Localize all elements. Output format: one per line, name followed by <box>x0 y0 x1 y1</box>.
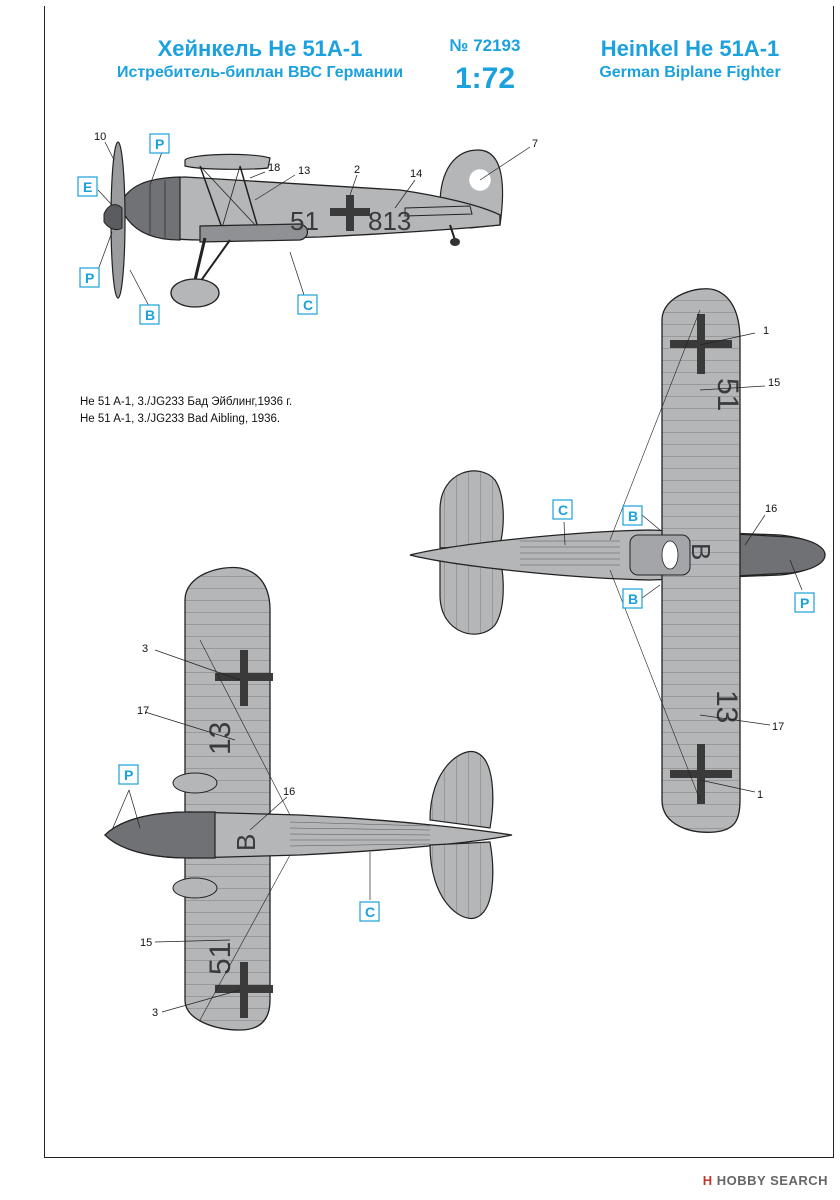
callout-17-left: 17 <box>137 705 149 717</box>
callout-1-lower: 1 <box>757 789 763 801</box>
code-box-b-top-lower: B <box>622 588 643 609</box>
callout-14: 14 <box>410 168 422 180</box>
top-code-a: 51 <box>711 378 744 411</box>
callout-3-upper: 3 <box>142 643 148 655</box>
subtitle-ru: Истребитель-биплан ВВС Германии <box>116 64 404 81</box>
number-callouts: 10 13 18 2 14 7 1 15 16 17 1 3 17 16 15 … <box>94 131 784 1019</box>
bottom-code-a: 51 <box>204 942 237 975</box>
leader-lines <box>97 141 803 1013</box>
bottom-fuselage-letter: B <box>231 834 261 851</box>
bottom-code-b: 13 <box>204 722 237 755</box>
top-tailplane-lower <box>439 557 504 635</box>
watermark-logo: H <box>702 1173 713 1188</box>
bottom-tailplane-lower <box>429 841 494 920</box>
svg-text:C: C <box>558 502 568 518</box>
callout-15-left: 15 <box>140 937 152 949</box>
bottom-balkenkreuz-upper <box>215 650 273 706</box>
code-box-c-top: C <box>552 499 573 520</box>
code-box-p-side-top: P <box>149 133 170 154</box>
code-box-p-side-bottom: P <box>79 267 100 288</box>
bottom-view: 13 51 B <box>104 566 513 1031</box>
kit-number: № 72193 <box>449 36 521 55</box>
top-fuselage-letter: B <box>686 543 716 560</box>
svg-text:C: C <box>365 904 375 920</box>
code-box-b-side: B <box>139 304 160 325</box>
callout-17-right: 17 <box>772 721 784 733</box>
title-ru: Хейнкель Не 51А-1 <box>157 36 363 61</box>
top-balkenkreuz-upper <box>670 314 732 374</box>
code-box-e-side: E <box>77 176 98 197</box>
code-box-p-bottom: P <box>118 764 139 785</box>
subtitle-en: German Biplane Fighter <box>599 64 781 81</box>
callout-15-right: 15 <box>768 377 780 389</box>
side-lower-wing <box>199 223 309 243</box>
callout-10: 10 <box>94 131 106 143</box>
caption-ru: He 51 A-1, 3./JG233 Бад Эйблинг,1936 г. <box>80 396 293 408</box>
top-cowling <box>734 533 826 577</box>
caption-en: He 51 A-1, 3./JG233 Bad Aibling, 1936. <box>80 413 281 425</box>
callout-1-upper: 1 <box>763 325 769 337</box>
svg-text:B: B <box>628 591 638 607</box>
svg-text:C: C <box>303 297 313 313</box>
callout-3-lower: 3 <box>152 1007 158 1019</box>
watermark: H HOBBY SEARCH <box>703 1173 828 1188</box>
aircraft-caption: He 51 A-1, 3./JG233 Бад Эйблинг,1936 г. … <box>80 394 292 428</box>
code-box-p-top: P <box>794 592 815 613</box>
callout-2: 2 <box>354 164 360 176</box>
svg-text:P: P <box>155 136 164 152</box>
callout-7: 7 <box>532 138 538 150</box>
code-box-c-side: C <box>297 294 318 315</box>
side-upper-wing <box>184 153 271 170</box>
callout-16-left: 16 <box>283 786 295 798</box>
top-tailplane-upper <box>439 470 504 549</box>
code-box-b-top-upper: B <box>622 505 643 526</box>
svg-text:P: P <box>85 270 94 286</box>
bottom-cowling <box>104 811 216 859</box>
callout-16-right: 16 <box>765 503 777 515</box>
callout-13: 13 <box>298 165 310 177</box>
bottom-balkenkreuz-lower <box>215 962 273 1018</box>
title-en: Heinkel He 51A-1 <box>600 36 780 61</box>
watermark-text: HOBBY SEARCH <box>716 1173 828 1188</box>
svg-text:P: P <box>124 767 133 783</box>
side-code-left: 51 <box>290 206 319 236</box>
svg-text:B: B <box>145 307 155 323</box>
top-code-b: 13 <box>710 690 743 723</box>
scale-label: 1:72 <box>454 62 516 95</box>
page-frame <box>44 6 834 1158</box>
callout-18: 18 <box>268 162 280 174</box>
svg-text:E: E <box>83 179 92 195</box>
svg-text:P: P <box>800 595 809 611</box>
bottom-wing <box>184 566 271 1031</box>
side-wheel-spat <box>170 278 220 308</box>
top-view: 51 13 B <box>409 288 826 833</box>
paint-code-boxes: P E P B C C B B <box>77 133 815 922</box>
top-upper-wing <box>661 288 741 833</box>
side-balkenkreuz <box>330 195 370 231</box>
code-box-c-bottom: C <box>359 901 380 922</box>
top-balkenkreuz-lower <box>670 744 732 804</box>
side-view: 51 813 <box>103 141 504 308</box>
svg-text:B: B <box>628 508 638 524</box>
side-code-right: 813 <box>368 206 411 236</box>
bottom-tailplane-upper <box>429 750 494 829</box>
